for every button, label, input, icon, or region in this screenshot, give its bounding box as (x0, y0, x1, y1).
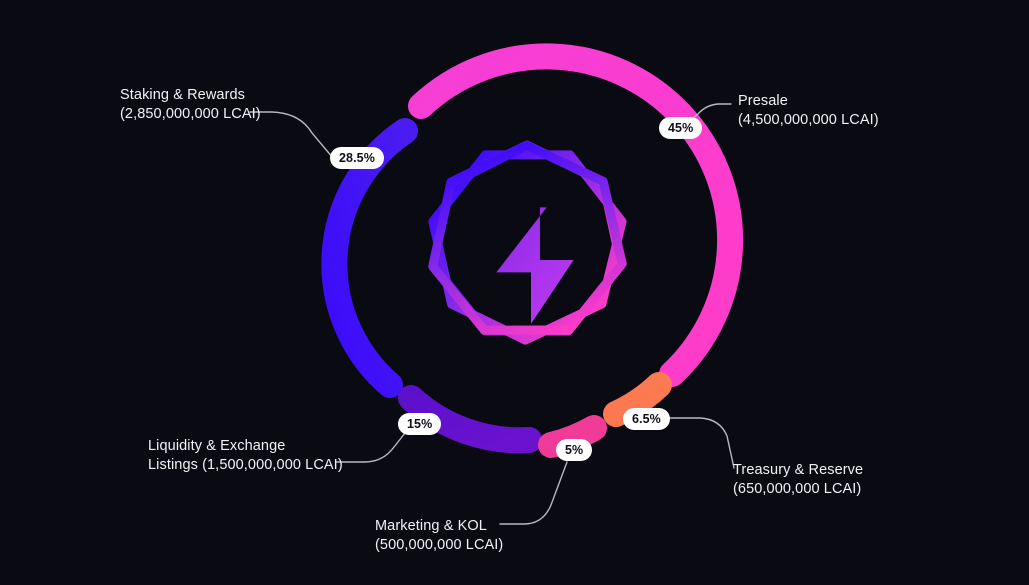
callout-staking-name: Staking & Rewards (120, 87, 246, 103)
atom-logo (428, 140, 627, 345)
segment-liquidity[interactable] (398, 385, 542, 454)
percent-badge-marketing[interactable]: 5% (556, 439, 593, 461)
callout-liquidity-name: Liquidity & Exchange (148, 438, 286, 454)
percent-badge-treasury[interactable]: 6.5% (623, 408, 670, 430)
callout-presale: Presale (4,500,000,000 LCAI) (738, 92, 879, 130)
logo-ring-3 (428, 141, 627, 335)
callout-liquidity: Liquidity & Exchange Listings (1,500,000… (148, 437, 343, 475)
callout-staking-amount: (2,850,000,000 LCAI) (120, 106, 261, 122)
callout-presale-name: Presale (738, 93, 788, 109)
callout-staking: Staking & Rewards (2,850,000,000 LCAI) (120, 86, 261, 124)
leader-line-presale (676, 103, 732, 132)
segment-marketing[interactable] (538, 415, 607, 458)
segment-treasury[interactable] (603, 372, 672, 427)
callout-liquidity-amount: Listings (1,500,000,000 LCAI) (148, 457, 343, 473)
percent-badge-staking[interactable]: 28.5% (330, 147, 384, 169)
callout-marketing-amount: (500,000,000 LCAI) (375, 537, 504, 553)
callout-marketing: Marketing & KOL (500,000,000 LCAI) (375, 517, 503, 555)
callout-treasury: Treasury & Reserve (650,000,000 LCAI) (733, 461, 863, 499)
percent-badge-presale[interactable]: 45% (659, 117, 703, 139)
leader-line-marketing (499, 461, 568, 525)
callout-treasury-amount: (650,000,000 LCAI) (733, 481, 862, 497)
callout-presale-amount: (4,500,000,000 LCAI) (738, 112, 879, 128)
leader-line-treasury (667, 417, 735, 469)
segment-staking[interactable] (321, 118, 418, 398)
leader-line-staking (249, 111, 334, 159)
percent-badge-liquidity[interactable]: 15% (398, 413, 442, 435)
leader-line-liquidity (335, 427, 410, 463)
lightning-bolt-icon (496, 207, 574, 324)
callout-marketing-name: Marketing & KOL (375, 518, 487, 534)
leader-lines (249, 103, 735, 525)
callout-treasury-name: Treasury & Reserve (733, 462, 864, 478)
segment-presale[interactable] (408, 43, 744, 387)
